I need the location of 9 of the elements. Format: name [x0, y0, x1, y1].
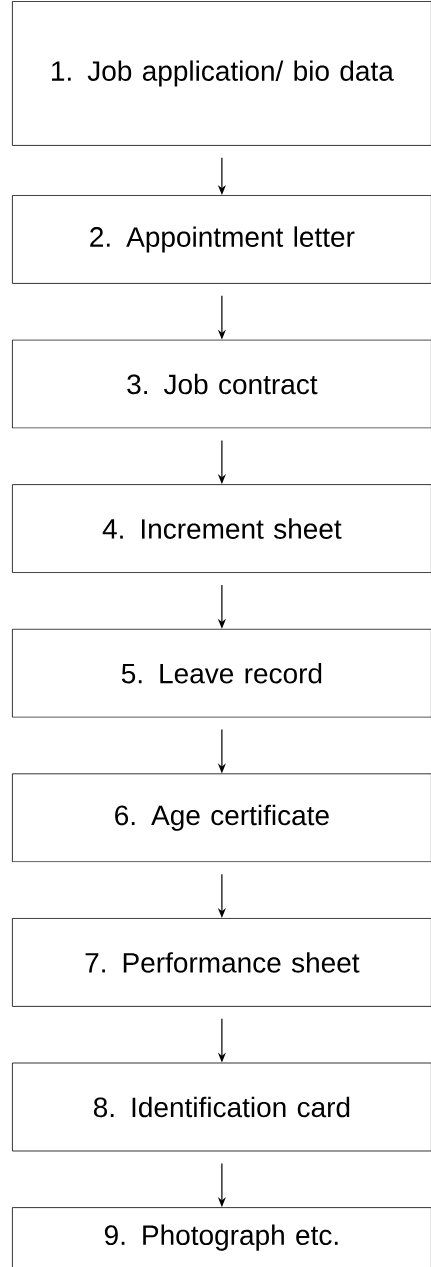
process-box: 8. Identification card — [12, 1062, 431, 1152]
process-box: 6. Age certificate — [12, 773, 431, 863]
process-box: 4. Increment sheet — [12, 484, 431, 573]
process-box: 1. Job application/ bio data — [12, 1, 431, 146]
process-box: 9. Photograph etc. — [12, 1207, 431, 1267]
process-box: 5. Leave record — [12, 628, 431, 718]
process-box: 7. Performance sheet — [12, 918, 431, 1007]
process-box: 3. Job contract — [12, 339, 431, 429]
process-box: 2. Appointment letter — [12, 195, 431, 284]
